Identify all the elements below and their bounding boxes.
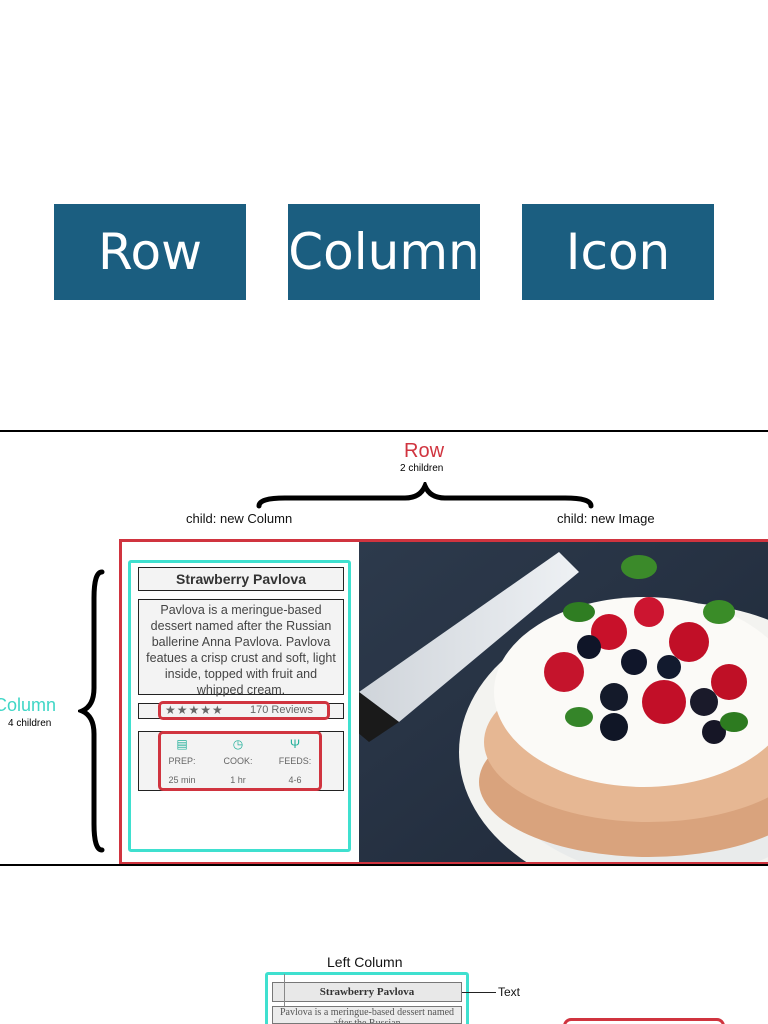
feeds-label: FEEDS: [278, 756, 312, 766]
row-brace [256, 482, 594, 509]
column-brace [78, 569, 105, 853]
column-children-count: 4 children [8, 718, 52, 729]
column-widget-tile: Column [288, 204, 480, 300]
prep-label: PREP: [168, 756, 196, 766]
detail-description-text: Pavlova is a meringue-based dessert name… [279, 1007, 455, 1024]
icons-highlight [158, 731, 322, 791]
row-widget-tile: Row [54, 204, 246, 300]
guide-line [284, 974, 285, 1024]
column-outline [128, 560, 351, 852]
row-outline [119, 539, 768, 864]
detail-title-box: Strawberry Pavlova [272, 982, 462, 1002]
info-box [138, 731, 344, 791]
text-callout-line [462, 992, 496, 993]
timer-icon: ◷ [232, 737, 244, 751]
feeds-value: 4-6 [288, 775, 302, 785]
prep-value: 25 min [168, 775, 196, 785]
detail-description-box: Pavlova is a meringue-based dessert name… [272, 1006, 462, 1024]
text-callout-label: Text [498, 985, 521, 999]
cook-value: 1 hr [230, 775, 246, 785]
pavlova-image [359, 542, 768, 862]
detail-title-text: Strawberry Pavlova [319, 986, 415, 998]
recipe-title: Strawberry Pavlova [138, 567, 344, 591]
row-tile-label: Row [98, 223, 202, 281]
widgets-panel: Row Column Icon [0, 0, 768, 432]
right-child-label: child: new Image [557, 511, 655, 526]
icon-tile-label: Icon [565, 223, 671, 281]
icon-widget-tile: Icon [522, 204, 714, 300]
left-child-label: child: new Column [186, 511, 293, 526]
kitchen-icon: ▤ [176, 737, 188, 751]
column-tile-label: Column [288, 223, 480, 281]
left-column-outline [265, 972, 469, 1024]
review-count: 170 Reviews [250, 704, 313, 716]
restaurant-icon: Ψ [289, 737, 301, 751]
column-label: Column [0, 695, 57, 715]
left-column-label: Left Column [327, 954, 403, 970]
cook-label: COOK: [223, 756, 253, 766]
recipe-description: Pavlova is a meringue-based dessert name… [138, 599, 344, 697]
left-column-detail-panel: Left Column Strawberry Pavlova Text Pavl… [0, 866, 768, 1024]
row-label: Row [404, 440, 445, 462]
right-highlight-outline [563, 1018, 725, 1024]
layout-diagram-panel: Row 2 children child: new Column child: … [0, 432, 768, 866]
star-rating: ★★★★★ [165, 703, 224, 717]
row-children-count: 2 children [400, 463, 444, 474]
ratings-highlight [158, 701, 330, 720]
